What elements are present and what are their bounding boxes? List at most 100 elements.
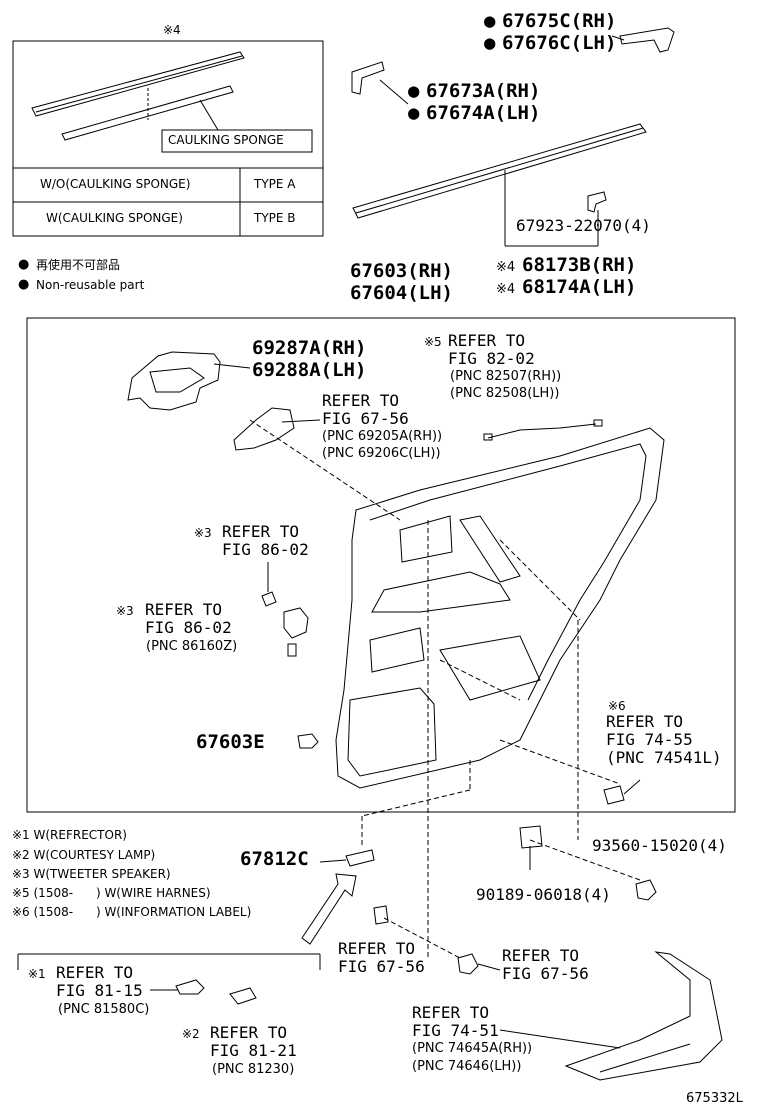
legend-dot-en: ●	[18, 277, 30, 292]
inset-row2-type: TYPE B	[254, 211, 296, 225]
assembly-frame	[26, 317, 736, 813]
ref2-fig: FIG 82-02	[448, 349, 535, 368]
bracket-67673	[351, 61, 385, 95]
tweeter-grille	[369, 627, 425, 673]
ref8-title: REFER TO	[56, 963, 134, 982]
ref4-mark: ※3	[116, 604, 134, 618]
ref7-fig: FIG 67-56	[502, 964, 589, 983]
part-90189: 90189-06018(4)	[476, 885, 611, 904]
inset-row1-desc: W/O(CAULKING SPONGE)	[40, 177, 191, 191]
note-2: ※2 W(COURTESY LAMP)	[12, 848, 156, 862]
ref5-pnc: (PNC 74541L)	[606, 748, 722, 767]
screw-86-02	[261, 591, 277, 607]
note-6: ※6 (1508- ) W(INFORMATION LABEL)	[12, 905, 252, 919]
inset-mark: ※4	[163, 23, 181, 37]
part-67674A: 67674A(LH)	[426, 102, 541, 124]
ref2-mark: ※5	[424, 335, 442, 349]
part-67603E: 67603E	[196, 731, 265, 753]
clip-67603E	[297, 733, 319, 749]
ref9-title: REFER TO	[210, 1023, 288, 1042]
door-trim-panel	[335, 427, 665, 789]
ref10-fig: FIG 74-51	[412, 1021, 499, 1040]
speaker-grille	[347, 687, 437, 777]
ref9-mark: ※2	[182, 1027, 200, 1041]
inner-door-handle	[233, 407, 295, 451]
ref1-title: REFER TO	[322, 391, 400, 410]
ref5-title: REFER TO	[606, 712, 684, 731]
legend-ja: 再使用不可部品	[36, 258, 121, 272]
part-67673A: 67673A(RH)	[426, 80, 541, 102]
screw-67-56	[457, 953, 479, 975]
dot-67676: ●	[484, 32, 496, 54]
ref9-fig: FIG 81-21	[210, 1041, 297, 1060]
information-label	[603, 785, 625, 805]
armrest-garnish	[564, 951, 723, 1081]
direction-arrow	[301, 873, 357, 945]
ref7-title: REFER TO	[502, 946, 580, 965]
ref1-fig: FIG 67-56	[322, 409, 409, 428]
note-3: ※3 W(TWEETER SPEAKER)	[12, 867, 171, 881]
ref6-fig: FIG 67-56	[338, 957, 425, 976]
inner-handle-bracket	[127, 351, 221, 411]
part-67603: 67603(RH)	[350, 260, 453, 282]
ref3-mark: ※3	[194, 526, 212, 540]
ref10-pnc2: (PNC 74646(LH))	[412, 1059, 522, 1074]
ref4-title: REFER TO	[145, 600, 223, 619]
ref1-pnc1: (PNC 69205A(RH))	[322, 429, 443, 444]
window-weatherstrip	[352, 123, 647, 219]
ref3-fig: FIG 86-02	[222, 540, 309, 559]
ref9-pnc: (PNC 81230)	[212, 1062, 295, 1077]
dot-67674: ●	[408, 102, 420, 124]
wire-harness	[487, 423, 597, 439]
part-67812C: 67812C	[240, 848, 309, 870]
ref1-pnc2: (PNC 69206C(LH))	[322, 446, 441, 461]
ref10-title: REFER TO	[412, 1003, 490, 1022]
dot-67675: ●	[484, 10, 496, 32]
inset-row2-desc: W(CAULKING SPONGE)	[46, 211, 183, 225]
part-67604: 67604(LH)	[350, 282, 453, 304]
part-67675C: 67675C(RH)	[502, 10, 617, 32]
screw-93560	[635, 879, 657, 901]
part-67676C: 67676C(LH)	[502, 32, 617, 54]
part-69288A: 69288A(LH)	[252, 359, 367, 381]
armrest-pocket	[371, 571, 511, 613]
part-67923: 67923-22070(4)	[516, 216, 651, 235]
part-68174A: 68174A(LH)	[522, 276, 637, 298]
inset-box	[12, 40, 324, 237]
caulking-sponge-label: CAULKING SPONGE	[168, 133, 284, 147]
bracket-67675	[619, 27, 675, 53]
part-69287A: 69287A(RH)	[252, 337, 367, 359]
ref10-pnc1: (PNC 74645A(RH))	[412, 1041, 533, 1056]
inset-weatherstrip-upper	[31, 51, 245, 117]
legend-en: Non-reusable part	[36, 278, 145, 292]
ref2-title: REFER TO	[448, 331, 526, 350]
lamp-opening	[399, 515, 453, 563]
mark-68173: ※4	[496, 260, 516, 275]
part-93560: 93560-15020(4)	[592, 836, 727, 855]
ref8-fig: FIG 81-15	[56, 981, 143, 1000]
dot-67673: ●	[408, 80, 420, 102]
mark-68174: ※4	[496, 282, 516, 297]
ref5-mark: ※6	[608, 699, 626, 713]
inset-row1-type: TYPE A	[254, 177, 296, 191]
part-68173B: 68173B(RH)	[522, 254, 637, 276]
reflector	[175, 979, 205, 995]
ref2-pnc2: (PNC 82508(LH))	[450, 386, 560, 401]
ref6-title: REFER TO	[338, 939, 416, 958]
figure-id: 675332L	[686, 1091, 743, 1106]
ref2-pnc1: (PNC 82507(RH))	[450, 369, 562, 384]
ref4-pnc: (PNC 86160Z)	[146, 639, 238, 654]
ref4-fig: FIG 86-02	[145, 618, 232, 637]
tweeter-speaker	[283, 607, 309, 639]
legend-dot-ja: ●	[18, 257, 30, 272]
inset-weatherstrip-lower	[61, 85, 234, 141]
clip-67-56	[373, 905, 389, 925]
ref3-title: REFER TO	[222, 522, 300, 541]
note-5: ※5 (1508- ) W(WIRE HARNES)	[12, 886, 211, 900]
ref8-mark: ※1	[28, 967, 46, 981]
ref8-pnc: (PNC 81580C)	[58, 1002, 150, 1017]
courtesy-lamp	[229, 987, 257, 1005]
part-67812C	[345, 849, 375, 867]
clip-67923	[587, 191, 607, 213]
